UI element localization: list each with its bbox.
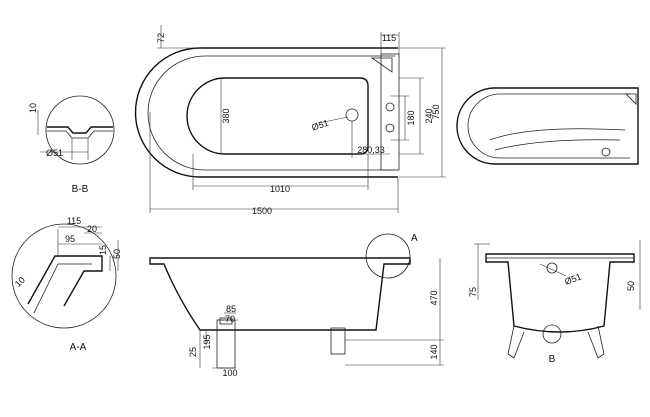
side-view: A 85 70 25 195 100 470 140 [149, 233, 444, 378]
dim-end-51: Ø51 [563, 272, 582, 287]
dim-aa-20: 20 [87, 224, 97, 234]
marker-a: A [411, 233, 418, 244]
end-view: 75 50 Ø51 B [468, 240, 641, 365]
dim-bb-51: Ø51 [46, 148, 63, 158]
dim-waste-51: Ø51 [310, 118, 329, 133]
dim-180: 180 [406, 110, 416, 125]
dim-aa-15: 15 [98, 245, 108, 255]
dim-280-33: 280,33 [357, 145, 385, 155]
dim-aa-50: 50 [112, 249, 122, 259]
top-view: 72 115 750 240 180 380 Ø51 280,33 [134, 25, 446, 216]
dim-side-140: 140 [429, 344, 439, 359]
dim-bb-10: 10 [28, 103, 38, 113]
dim-72: 72 [156, 33, 166, 43]
perspective-view [456, 87, 639, 165]
dim-end-75: 75 [468, 287, 478, 297]
dim-side-70: 70 [225, 314, 235, 324]
dim-end-50: 50 [626, 281, 636, 291]
detail-bb: 10 Ø51 B-B [28, 95, 115, 195]
label-aa: A-A [70, 342, 87, 353]
dim-aa-115: 115 [67, 216, 81, 226]
dim-aa-95: 95 [65, 234, 75, 244]
dim-aa-10: 10 [13, 275, 27, 289]
dim-240: 240 [424, 108, 434, 123]
dim-side-85: 85 [226, 304, 236, 314]
dim-side-25: 25 [188, 347, 198, 357]
dim-750: 750 [431, 104, 441, 119]
dim-1500: 1500 [252, 206, 272, 216]
marker-b: B [549, 354, 556, 365]
detail-aa: 115 20 95 15 50 10 A-A [11, 216, 122, 353]
dim-1010: 1010 [270, 184, 290, 194]
dim-side-470: 470 [429, 290, 439, 305]
label-bb: B-B [72, 184, 89, 195]
dim-115-top: 115 [382, 33, 396, 43]
dim-side-100: 100 [222, 368, 237, 378]
dim-side-195: 195 [202, 334, 212, 349]
dim-380: 380 [221, 108, 231, 123]
